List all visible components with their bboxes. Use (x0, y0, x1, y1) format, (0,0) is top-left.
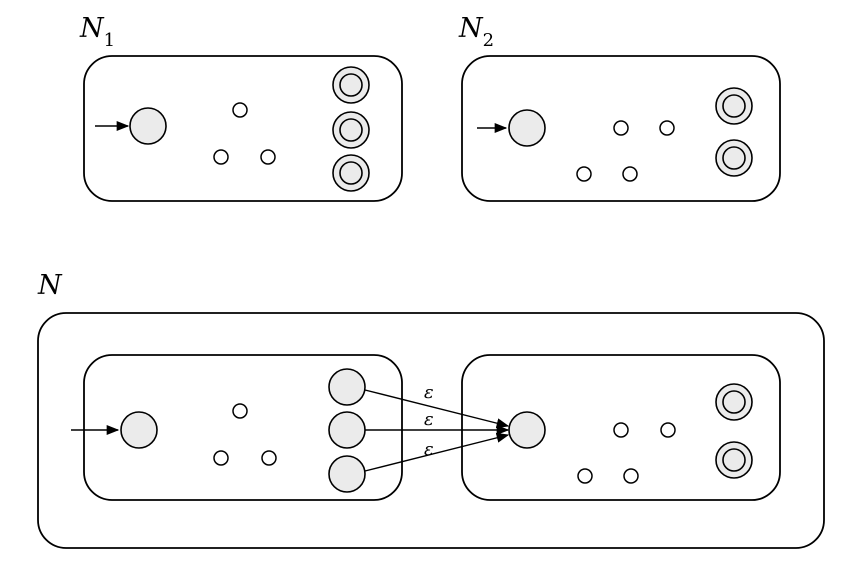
automaton-n: N (37, 270, 825, 549)
epsilon-label: ε (424, 382, 434, 403)
epsilon-label: ε (424, 409, 434, 430)
n-inner-n2-accept-state (715, 441, 753, 479)
n1-state (232, 102, 248, 118)
epsilon-transition-arrow (364, 432, 510, 472)
n-inner-n2-accept-state (715, 383, 753, 421)
n2-state (576, 166, 592, 182)
n-former-accept-state (328, 455, 366, 493)
n1-accept-state (332, 111, 370, 149)
n1-state (260, 149, 276, 165)
n-inner-n1-start-state (120, 411, 158, 449)
epsilon-transition-arrow (364, 389, 510, 429)
n2-state (622, 166, 638, 182)
n-inner-n1-box (83, 354, 403, 501)
n1-accept-state (332, 154, 370, 192)
epsilon-label: ε (424, 439, 434, 460)
n-former-accept-state (328, 411, 366, 449)
n-inner-n2-state (660, 422, 676, 438)
n1-label: N1 (79, 13, 115, 51)
n-inner-n2-start-state (508, 411, 546, 449)
n2-accept-state (715, 139, 753, 177)
n-inner-n2 (461, 354, 781, 501)
n-inner-n2-state (623, 468, 639, 484)
automaton-n2: N2 (458, 13, 781, 202)
n-inner-n1 (71, 354, 403, 501)
n-inner-n1-state (213, 450, 229, 466)
n-inner-n1-state (232, 403, 248, 419)
automaton-n1: N1 (79, 13, 403, 202)
n2-state (659, 120, 675, 136)
n1-start-state (129, 107, 167, 145)
n-former-accept-state (328, 368, 366, 406)
n2-label: N2 (458, 13, 494, 51)
n1-state (213, 149, 229, 165)
n1-box (83, 55, 403, 202)
n2-accept-state (715, 87, 753, 125)
n-label: N (37, 270, 63, 301)
n-inner-n1-state (261, 450, 277, 466)
n-inner-n2-state (577, 468, 593, 484)
n-inner-n2-state (613, 422, 629, 438)
n1-accept-state (332, 66, 370, 104)
n2-state (613, 120, 629, 136)
n2-start-state (508, 109, 546, 147)
